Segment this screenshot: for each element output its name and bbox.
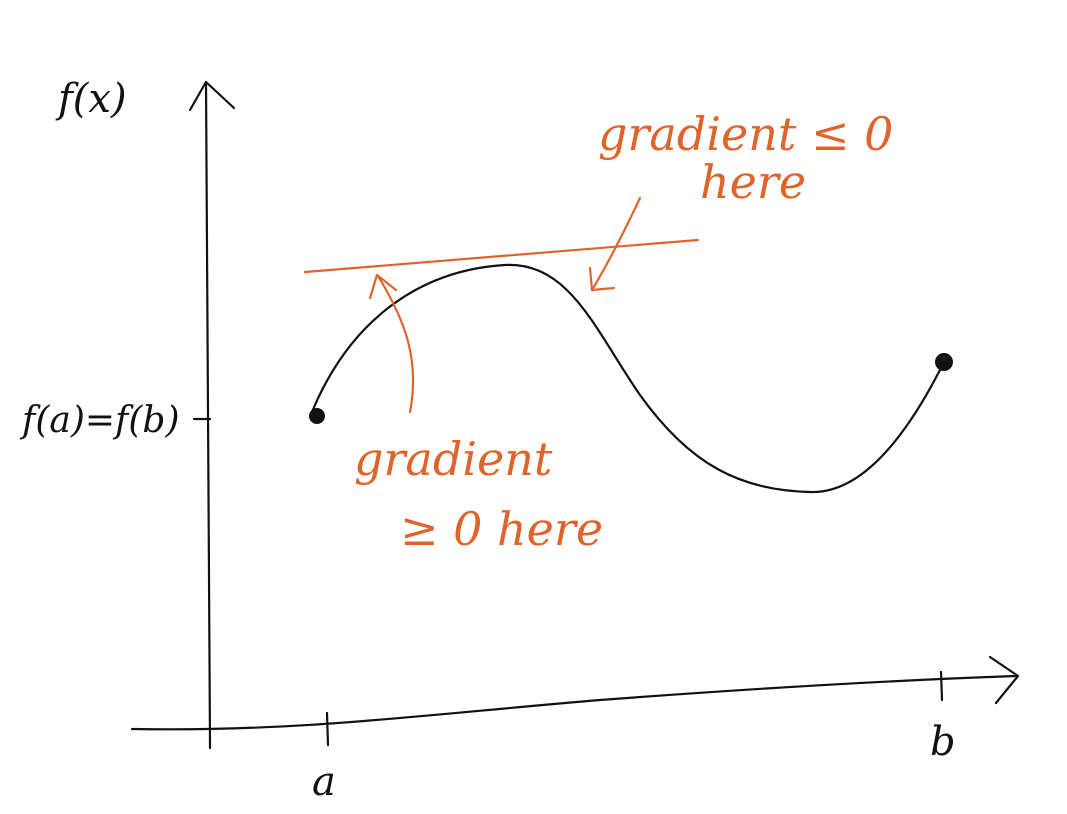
note-bottom-line2: ≥ 0 here (400, 502, 603, 556)
endpoint-b (935, 353, 953, 371)
tick-a (325, 711, 330, 747)
note-bottom-line1: gradient (354, 432, 553, 486)
note-top-line2: here (700, 155, 806, 209)
tangent-line (303, 238, 700, 274)
x-tick-label-a: a (312, 759, 336, 805)
y-axis-arrowhead (188, 80, 236, 112)
endpoint-a (309, 408, 325, 424)
tick-b (939, 670, 944, 702)
y-tick-label: f(a)=f(b) (19, 400, 180, 441)
arrow-bottom-note-head (368, 273, 398, 300)
arrow-top-note (590, 196, 642, 292)
x-axis-arrowhead (988, 655, 1020, 705)
function-curve (310, 263, 946, 494)
x-tick-label-b: b (930, 719, 956, 765)
arrow-top-note-head (588, 266, 616, 292)
arrow-bottom-note (376, 274, 415, 414)
y-axis-label: f(x) (55, 76, 127, 122)
note-top-line1: gradient ≤ 0 (598, 107, 893, 161)
x-axis (130, 674, 1018, 731)
y-axis (204, 80, 212, 750)
